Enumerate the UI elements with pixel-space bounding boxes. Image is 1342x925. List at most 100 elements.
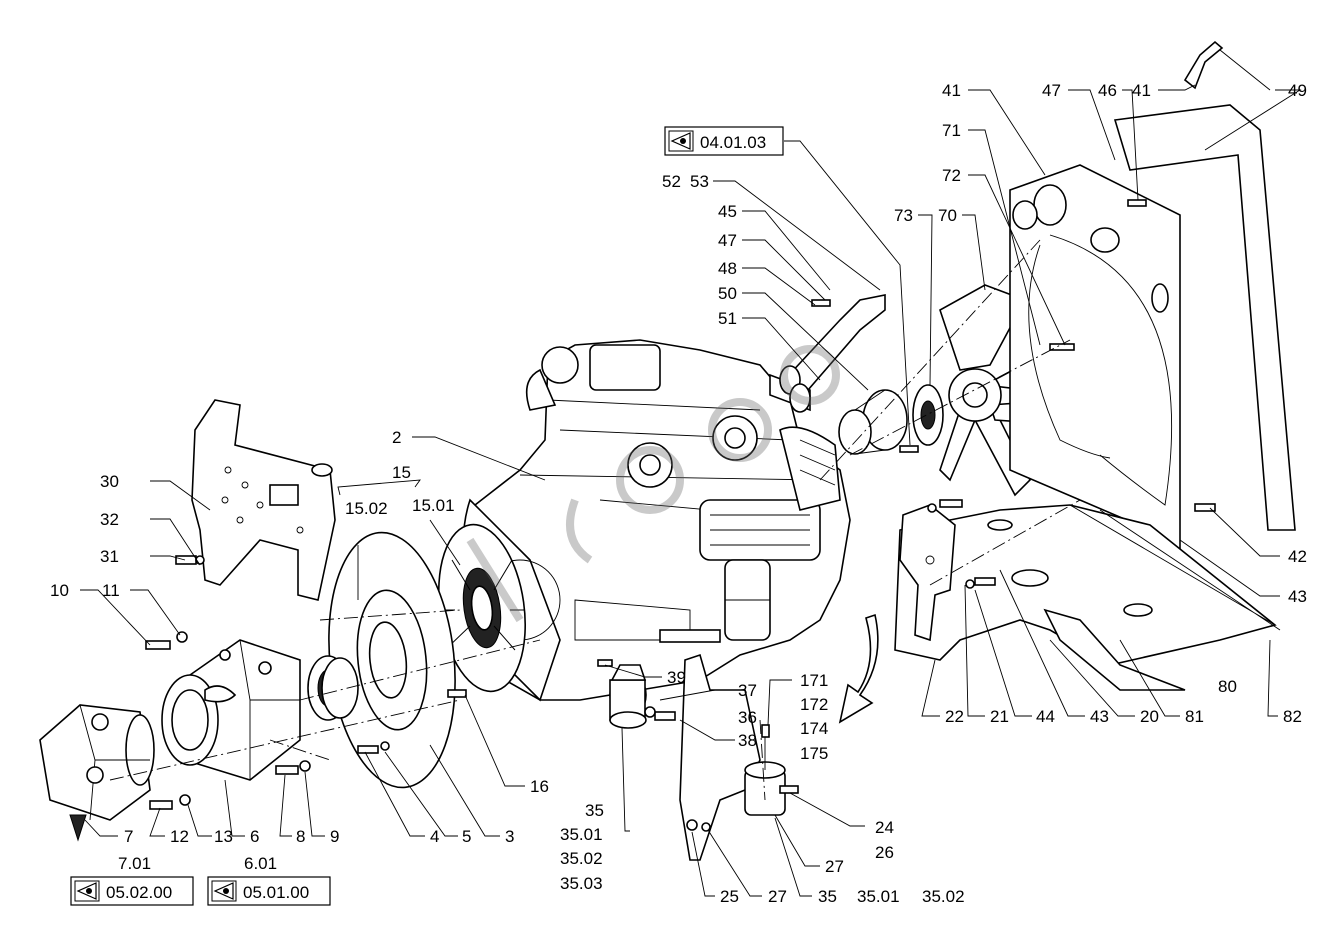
callout-41-right: 41 bbox=[1132, 81, 1151, 100]
callout-35-01: 35.01 bbox=[560, 825, 603, 844]
callout-20: 20 bbox=[1140, 707, 1159, 726]
callout-27-right: 27 bbox=[825, 857, 844, 876]
callout-35-02: 35.02 bbox=[560, 849, 603, 868]
callout-46: 46 bbox=[1098, 81, 1117, 100]
callout-15: 15 bbox=[392, 463, 411, 482]
bolt-22 bbox=[927, 499, 963, 513]
callout-45: 45 bbox=[718, 202, 737, 221]
callout-47-top: 47 bbox=[1042, 81, 1061, 100]
hydraulic-pump-7 bbox=[39, 704, 155, 842]
callout-39: 39 bbox=[667, 668, 686, 687]
callout-49: 49 bbox=[1288, 81, 1307, 100]
reference-label-right: 05.01.00 bbox=[243, 883, 309, 902]
callout-6: 6 bbox=[250, 827, 259, 846]
watermark bbox=[466, 345, 840, 623]
leader-lines bbox=[80, 49, 1302, 897]
hydraulic-pump-6 bbox=[161, 639, 301, 781]
reference-box-right[interactable]: 05.01.00 bbox=[207, 876, 331, 906]
bottom-guard bbox=[894, 504, 1281, 691]
callout-35-03: 35.03 bbox=[560, 874, 603, 893]
callout-labels: 41 47 46 41 49 71 72 73 70 52 53 45 47 4… bbox=[50, 81, 1307, 906]
callout-172: 172 bbox=[800, 695, 828, 714]
callout-52: 52 bbox=[662, 172, 681, 191]
callout-73: 73 bbox=[894, 206, 913, 225]
engine-mount-35 bbox=[609, 664, 647, 729]
callout-42: 42 bbox=[1288, 547, 1307, 566]
callout-48: 48 bbox=[718, 259, 737, 278]
callout-6-01: 6.01 bbox=[244, 854, 277, 873]
callout-35: 35 bbox=[585, 801, 604, 820]
callout-175: 175 bbox=[800, 744, 828, 763]
bolt-4 bbox=[357, 745, 379, 754]
callout-51: 51 bbox=[718, 309, 737, 328]
coupling-hub bbox=[307, 655, 359, 721]
bolt-37 bbox=[644, 706, 676, 721]
washer-13 bbox=[179, 794, 191, 806]
callout-8: 8 bbox=[296, 827, 305, 846]
callout-80: 80 bbox=[1218, 677, 1237, 696]
reference-label-top: 04.01.03 bbox=[700, 133, 766, 152]
callout-16: 16 bbox=[530, 777, 549, 796]
callout-35-01-bottom: 35.01 bbox=[857, 887, 900, 906]
reference-label-left: 05.02.00 bbox=[106, 883, 172, 902]
bolt-12 bbox=[149, 800, 173, 810]
bolt-39 bbox=[597, 659, 613, 667]
washer-5 bbox=[380, 741, 390, 751]
callout-3: 3 bbox=[505, 827, 514, 846]
washer-27 bbox=[701, 822, 711, 832]
hose-clip bbox=[1183, 40, 1224, 90]
washer-25 bbox=[686, 819, 698, 831]
bolt-72 bbox=[1049, 343, 1075, 351]
callout-43-right: 43 bbox=[1288, 587, 1307, 606]
callout-10: 10 bbox=[50, 581, 69, 600]
callout-31: 31 bbox=[100, 547, 119, 566]
callout-32: 32 bbox=[100, 510, 119, 529]
callout-2: 2 bbox=[392, 428, 401, 447]
callout-35-02-bottom: 35.02 bbox=[922, 887, 965, 906]
engine-block bbox=[462, 339, 851, 702]
bolt-26 bbox=[779, 785, 799, 794]
callout-7-01: 7.01 bbox=[118, 854, 151, 873]
fan-shroud bbox=[1009, 164, 1181, 551]
eye-in-triangle-icon bbox=[670, 132, 691, 150]
callout-9: 9 bbox=[330, 827, 339, 846]
callout-24: 24 bbox=[875, 818, 894, 837]
callout-25: 25 bbox=[720, 887, 739, 906]
callout-15-02: 15.02 bbox=[345, 499, 388, 518]
direction-arrow bbox=[838, 613, 879, 724]
callout-71: 71 bbox=[942, 121, 961, 140]
bolt-10 bbox=[145, 640, 171, 650]
guard-bracket bbox=[899, 504, 956, 642]
engine-mount-lower bbox=[679, 653, 786, 861]
callout-27-bottom: 27 bbox=[768, 887, 787, 906]
tensioner-bracket bbox=[769, 294, 886, 413]
callout-82: 82 bbox=[1283, 707, 1302, 726]
callout-44: 44 bbox=[1036, 707, 1055, 726]
callout-70: 70 bbox=[938, 206, 957, 225]
fan-pulley bbox=[838, 389, 908, 455]
reference-box-top[interactable]: 04.01.03 bbox=[664, 126, 784, 156]
callout-7: 7 bbox=[124, 827, 133, 846]
washer-9 bbox=[299, 760, 311, 772]
mounting-bracket-30 bbox=[191, 399, 336, 601]
callout-30: 30 bbox=[100, 472, 119, 491]
callout-13: 13 bbox=[214, 827, 233, 846]
callout-43-bottom: 43 bbox=[1090, 707, 1109, 726]
callout-12: 12 bbox=[170, 827, 189, 846]
callout-50: 50 bbox=[718, 284, 737, 303]
callout-36: 36 bbox=[738, 708, 757, 727]
eye-in-triangle-icon bbox=[76, 882, 97, 900]
bolt-31 bbox=[175, 555, 205, 565]
callout-171: 171 bbox=[800, 671, 828, 690]
bolt-16 bbox=[447, 689, 467, 698]
callout-41-top: 41 bbox=[942, 81, 961, 100]
callout-37: 37 bbox=[738, 681, 757, 700]
callout-26: 26 bbox=[875, 843, 894, 862]
callout-174: 174 bbox=[800, 719, 828, 738]
bolt-46 bbox=[1127, 199, 1147, 207]
reference-box-left[interactable]: 05.02.00 bbox=[70, 876, 194, 906]
callout-5: 5 bbox=[462, 827, 471, 846]
callout-47: 47 bbox=[718, 231, 737, 250]
callout-35-bottom: 35 bbox=[818, 887, 837, 906]
